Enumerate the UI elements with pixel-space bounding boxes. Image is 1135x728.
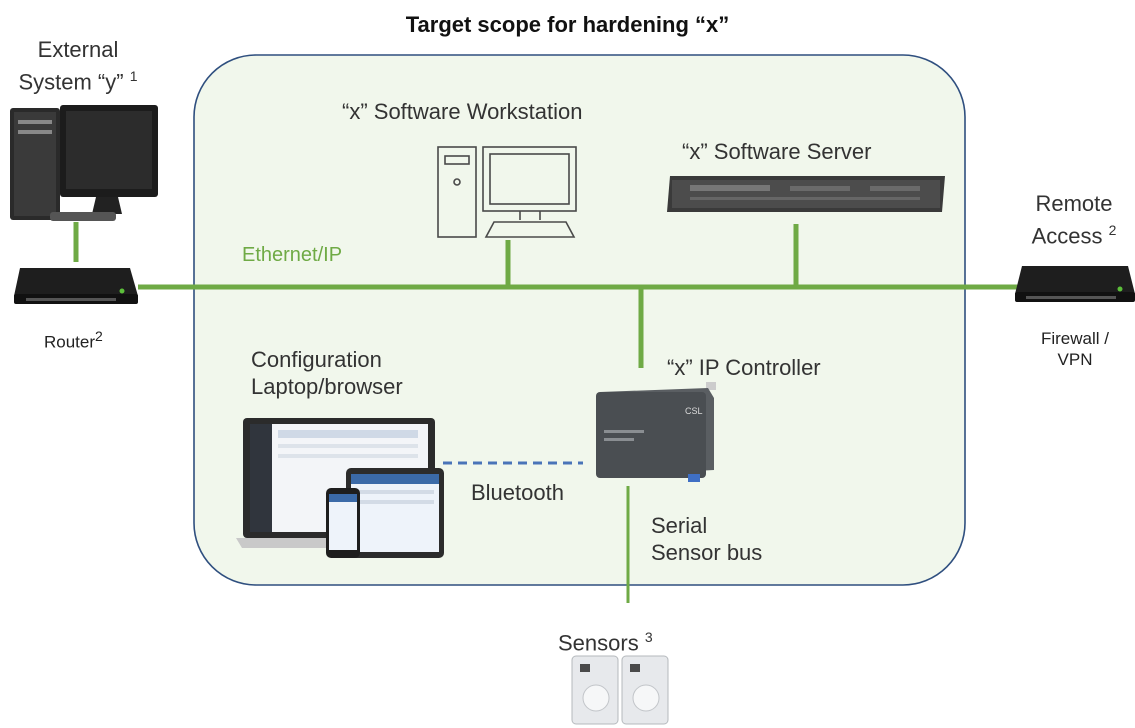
firewall-vpn-label-line2: VPN bbox=[1057, 350, 1093, 369]
sensors-footnote: 3 bbox=[644, 629, 653, 645]
router-footnote: 2 bbox=[95, 328, 103, 344]
external-system-label-line2: System “y” bbox=[18, 69, 124, 95]
firewall-vpn-icon bbox=[1015, 266, 1135, 302]
configuration-label-line2: Laptop/browser bbox=[251, 374, 403, 399]
external-system-label-line1: External bbox=[37, 37, 119, 62]
router-label-text: Router bbox=[44, 332, 96, 352]
sensors-icon bbox=[571, 655, 669, 725]
serial-sensor-bus-label-line2: Sensor bus bbox=[651, 540, 763, 565]
external-system-computer-icon bbox=[10, 105, 158, 221]
external-system-footnote: 1 bbox=[129, 68, 138, 84]
configuration-label-line1: Configuration bbox=[251, 347, 382, 372]
serial-sensor-bus-label: Serial Sensor bus bbox=[651, 512, 762, 566]
workstation-label: “x” Software Workstation bbox=[342, 99, 583, 124]
diagram-title: Target scope for hardening “x” bbox=[405, 12, 730, 37]
server-icon bbox=[667, 176, 945, 212]
ip-controller-icon: CSL bbox=[596, 382, 716, 482]
svg-text:CSL: CSL bbox=[685, 406, 703, 416]
firewall-vpn-label: Firewall / VPN bbox=[1020, 328, 1130, 370]
remote-access-label-line2: Access bbox=[1031, 223, 1103, 249]
ip-controller-label: “x” IP Controller bbox=[667, 355, 821, 380]
router-icon bbox=[14, 268, 138, 304]
server-label: “x” Software Server bbox=[682, 139, 872, 164]
remote-access-footnote: 2 bbox=[1108, 222, 1117, 238]
configuration-label: Configuration Laptop/browser bbox=[251, 346, 403, 400]
remote-access-label-line1: Remote bbox=[1035, 191, 1113, 216]
configuration-devices-icon bbox=[236, 418, 444, 558]
ethernet-label: Ethernet/IP bbox=[242, 244, 343, 266]
serial-sensor-bus-label-line1: Serial bbox=[651, 513, 708, 538]
bluetooth-label: Bluetooth bbox=[471, 480, 564, 505]
workstation-icon bbox=[437, 146, 577, 238]
router-label: Router2 bbox=[44, 326, 103, 353]
remote-access-label: Remote Access 2 bbox=[1018, 190, 1130, 249]
external-system-label: External System “y” 1 bbox=[8, 36, 148, 95]
sensors-label-text: Sensors bbox=[558, 630, 639, 656]
firewall-vpn-label-line1: Firewall / bbox=[1040, 329, 1109, 348]
sensors-label: Sensors 3 bbox=[558, 624, 653, 656]
